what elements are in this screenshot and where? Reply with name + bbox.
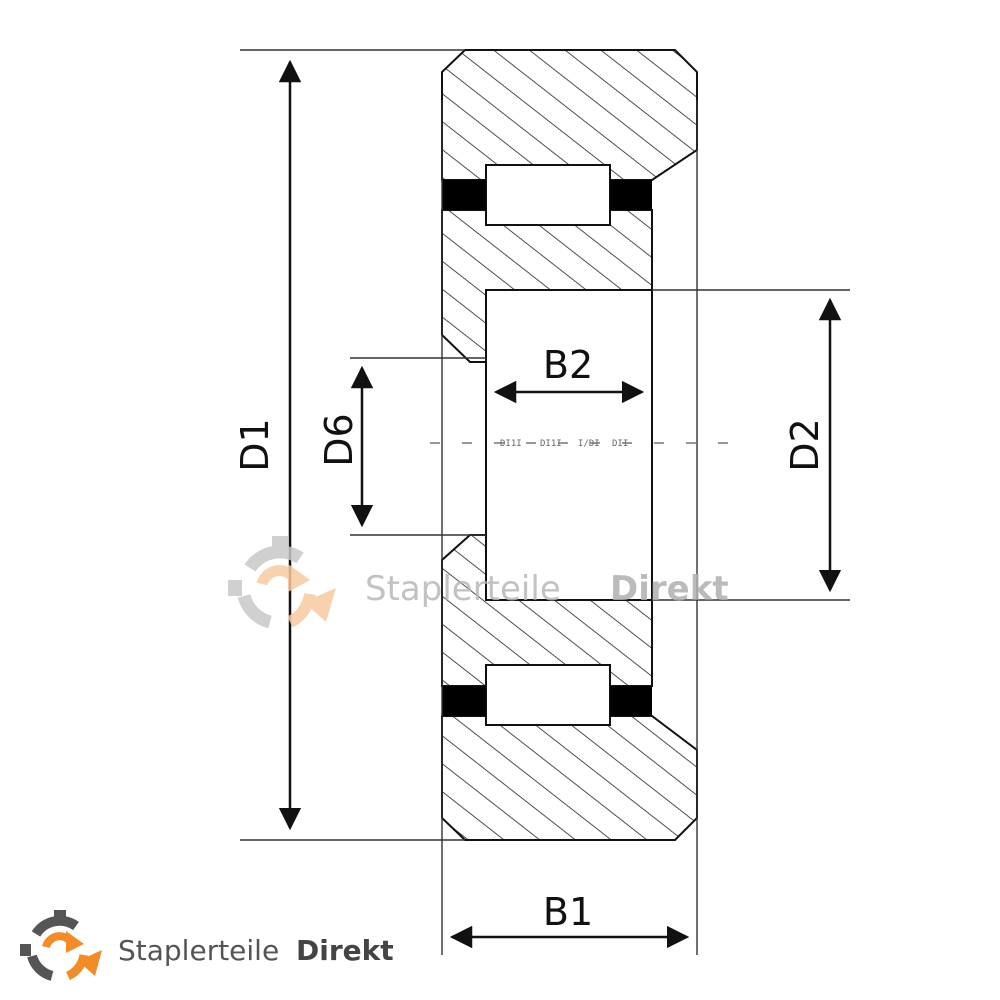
logo-text-bold: Direkt xyxy=(296,934,394,967)
d2-label: D2 xyxy=(783,418,827,471)
company-logo: Staplerteile Direkt xyxy=(20,910,394,981)
centerline-mark-4: DII xyxy=(612,439,628,449)
watermark-text-bold: Direkt xyxy=(610,569,729,609)
seal-top-left xyxy=(442,180,486,210)
outer-ring-top-section xyxy=(441,49,698,181)
d6-label: D6 xyxy=(317,413,361,466)
seal-bottom-left xyxy=(442,686,486,716)
logo-text-light: Staplerteile xyxy=(118,934,279,967)
watermark-text-light: Staplerteile xyxy=(365,569,561,609)
dimension-lines xyxy=(278,59,842,949)
extension-lines xyxy=(240,49,850,955)
seal-bottom-right xyxy=(610,686,652,716)
centerline-mark-2: DI1I xyxy=(540,439,562,449)
outer-ring-bottom-section xyxy=(441,715,698,841)
b2-label: B2 xyxy=(543,343,593,387)
centerline-mark-1: DI1I xyxy=(500,439,522,449)
bore-outline xyxy=(485,289,653,601)
roller-top xyxy=(485,164,611,226)
b1-label: B1 xyxy=(543,890,593,934)
roller-bottom xyxy=(485,664,611,726)
seal-top-right xyxy=(610,180,652,210)
watermark: Staplerteile Direkt xyxy=(228,536,729,629)
gear-arrows-icon xyxy=(228,536,336,629)
gear-arrows-icon xyxy=(20,910,102,981)
centerline-mark-3: I/DI xyxy=(578,439,600,449)
d1-label: D1 xyxy=(233,418,277,471)
